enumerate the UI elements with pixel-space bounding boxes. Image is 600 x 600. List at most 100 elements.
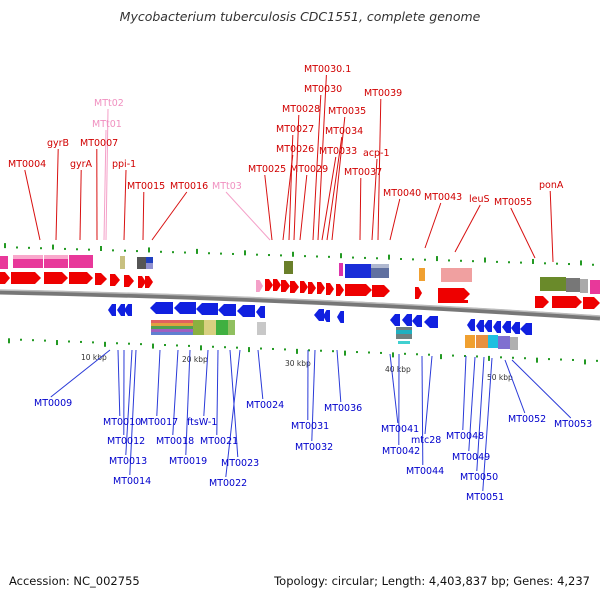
gene-label[interactable]: MT0041 [381, 424, 419, 435]
forward-gene-arrow[interactable] [308, 282, 316, 294]
gene-label[interactable]: MT0016 [170, 181, 208, 192]
gene-label[interactable]: MT0036 [324, 403, 362, 414]
forward-gene-arrow[interactable] [138, 276, 146, 288]
gene-label[interactable]: ppi-1 [112, 159, 136, 170]
forward-gene-arrow[interactable] [345, 284, 372, 296]
gene-label[interactable]: MT0015 [127, 181, 165, 192]
gene-label[interactable]: MT0030 [304, 84, 342, 95]
reverse-gene-arrow[interactable] [390, 314, 400, 326]
gene-label[interactable]: ftsW-1 [187, 417, 217, 428]
gene-label[interactable]: MT0055 [494, 197, 532, 208]
gene-label[interactable]: MT0004 [8, 159, 46, 170]
reverse-gene-arrow[interactable] [124, 304, 132, 316]
gene-label[interactable]: MT0052 [508, 414, 546, 425]
gene-label[interactable]: MT0026 [276, 144, 314, 155]
forward-gene-arrow[interactable] [336, 284, 344, 296]
forward-gene-arrow[interactable] [11, 272, 41, 284]
forward-gene-arrow[interactable] [265, 279, 273, 291]
gene-label[interactable]: MT0023 [221, 458, 259, 469]
forward-gene-arrow[interactable] [415, 287, 422, 299]
reverse-gene-arrow[interactable] [484, 320, 492, 332]
gene-label[interactable]: MT0031 [291, 421, 329, 432]
forward-gene-arrow[interactable] [145, 276, 153, 288]
gene-label[interactable]: acp-1 [363, 148, 390, 159]
gene-label[interactable]: MT0010 [103, 417, 141, 428]
reverse-gene-arrow[interactable] [412, 315, 422, 327]
forward-gene-arrow[interactable] [535, 296, 549, 308]
forward-gene-arrow[interactable] [69, 272, 93, 284]
reverse-gene-arrow[interactable] [337, 311, 344, 323]
reverse-gene-arrow[interactable] [150, 302, 173, 314]
gene-label[interactable]: MT0043 [424, 192, 462, 203]
forward-gene-arrow[interactable] [326, 283, 334, 295]
gene-label[interactable]: MT0014 [113, 476, 151, 487]
gene-label[interactable]: gyrB [47, 138, 69, 149]
forward-gene-arrow[interactable] [300, 281, 308, 293]
forward-gene-arrow[interactable] [273, 279, 281, 291]
gene-label[interactable]: mtc28 [411, 435, 441, 446]
gene-label[interactable]: MT0048 [446, 431, 484, 442]
forward-gene-arrow[interactable] [583, 297, 600, 309]
gene-label[interactable]: MT0030.1 [304, 64, 351, 75]
reverse-gene-arrow[interactable] [323, 310, 330, 322]
forward-gene-arrow[interactable] [124, 275, 134, 287]
reverse-gene-arrow[interactable] [314, 309, 324, 321]
forward-gene-arrow[interactable] [95, 273, 107, 285]
forward-gene-arrow[interactable] [552, 296, 582, 308]
reverse-gene-arrow[interactable] [520, 323, 532, 335]
gene-label[interactable]: MT0035 [328, 106, 366, 117]
gene-label[interactable]: MT0012 [107, 436, 145, 447]
gene-label[interactable]: MT0037 [344, 167, 382, 178]
gene-label[interactable]: MTt01 [92, 119, 122, 130]
gene-label[interactable]: MT0050 [460, 472, 498, 483]
gene-label[interactable]: MT0013 [109, 456, 147, 467]
gene-label[interactable]: MT0049 [452, 452, 490, 463]
forward-gene-arrow[interactable] [44, 272, 68, 284]
gene-label[interactable]: MT0029 [290, 164, 328, 175]
gene-label[interactable]: MTt03 [212, 181, 242, 192]
reverse-gene-arrow[interactable] [502, 321, 511, 333]
gene-label[interactable]: MT0032 [295, 442, 333, 453]
forward-gene-arrow[interactable] [438, 288, 470, 300]
gene-label[interactable]: MT0034 [325, 126, 363, 137]
gene-label[interactable]: MT0017 [140, 417, 178, 428]
gene-label[interactable]: leuS [469, 194, 490, 205]
gene-label[interactable]: MT0044 [406, 466, 444, 477]
gene-label[interactable]: MT0033 [319, 146, 357, 157]
reverse-gene-arrow[interactable] [511, 322, 520, 334]
gene-label[interactable]: gyrA [70, 159, 93, 170]
gene-label[interactable]: MT0028 [282, 104, 320, 115]
forward-gene-arrow[interactable] [290, 281, 299, 293]
gene-label[interactable]: ponA [539, 180, 564, 191]
forward-gene-arrow[interactable] [0, 272, 10, 284]
reverse-gene-arrow[interactable] [402, 314, 412, 326]
reverse-gene-arrow[interactable] [467, 319, 475, 331]
forward-gene-arrow[interactable] [281, 280, 290, 292]
gene-label[interactable]: MT0051 [466, 492, 504, 503]
gene-label[interactable]: MT0024 [246, 400, 284, 411]
gene-label[interactable]: MT0053 [554, 419, 592, 430]
reverse-gene-arrow[interactable] [493, 321, 501, 333]
gene-label[interactable]: MT0022 [209, 478, 247, 489]
reverse-gene-arrow[interactable] [174, 302, 196, 314]
forward-gene-arrow[interactable] [110, 274, 120, 286]
gene-label[interactable]: MT0007 [80, 138, 118, 149]
reverse-gene-arrow[interactable] [476, 320, 484, 332]
reverse-gene-arrow[interactable] [256, 306, 265, 318]
gene-label[interactable]: MT0025 [248, 164, 286, 175]
gene-label[interactable]: MT0019 [169, 456, 207, 467]
reverse-gene-arrow[interactable] [117, 304, 125, 316]
gene-label[interactable]: MT0018 [156, 436, 194, 447]
reverse-gene-arrow[interactable] [424, 316, 438, 328]
gene-label[interactable]: MT0009 [34, 398, 72, 409]
gene-label[interactable]: MTt02 [94, 98, 124, 109]
gene-label[interactable]: MT0042 [382, 446, 420, 457]
forward-gene-arrow[interactable] [256, 280, 263, 292]
forward-gene-arrow[interactable] [317, 282, 325, 294]
reverse-gene-arrow[interactable] [237, 305, 255, 317]
forward-gene-arrow[interactable] [372, 285, 390, 297]
reverse-gene-arrow[interactable] [196, 303, 218, 315]
reverse-gene-arrow[interactable] [108, 304, 116, 316]
gene-label[interactable]: MT0027 [276, 124, 314, 135]
gene-label[interactable]: MT0039 [364, 88, 402, 99]
